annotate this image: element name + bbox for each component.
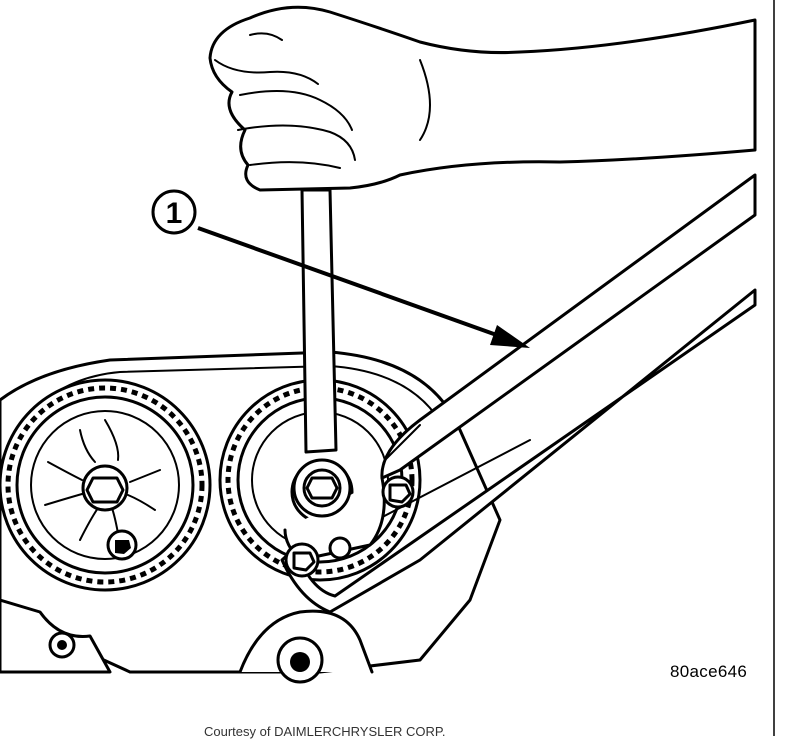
figure-id: 80ace646 (670, 662, 748, 681)
image-credit: Courtesy of DAIMLERCHRYSLER CORP. (204, 724, 446, 739)
hand (208, 5, 757, 192)
callout-arrow (197, 226, 530, 348)
lower-bracket (0, 598, 112, 674)
callout-number: 1 (166, 197, 183, 230)
crank-pulley (238, 609, 374, 684)
left-cam-sprocket (0, 378, 212, 592)
callout-1: 1 (151, 189, 197, 235)
sprocket-holding-tool (280, 173, 757, 614)
